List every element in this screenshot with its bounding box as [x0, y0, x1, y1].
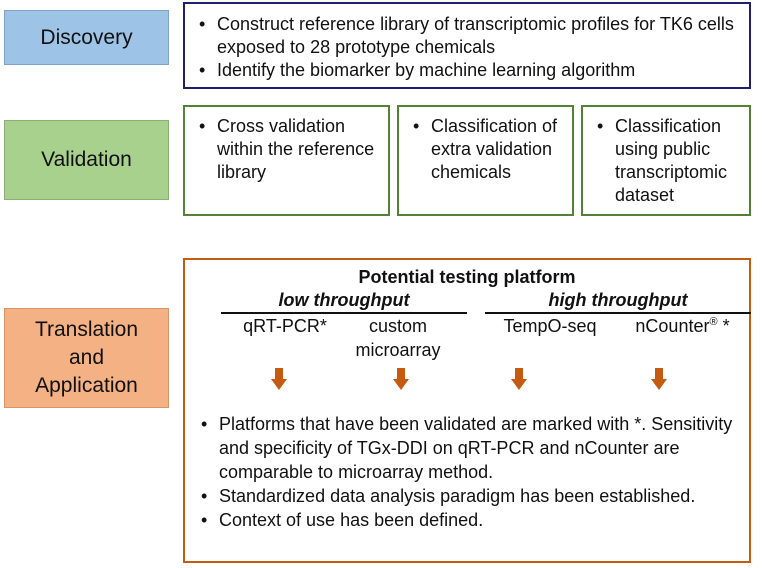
stage-label-discovery: Discovery — [4, 10, 169, 65]
stage-label-validation: Validation — [4, 120, 169, 200]
platform-tempo-seq: TempO-seq — [503, 316, 597, 336]
platform-ncounter-asterisk: * — [717, 316, 730, 336]
stage-label-translation-text: Translation and Application — [35, 316, 138, 400]
discovery-bullet-text: Construct reference library of transcrip… — [217, 14, 734, 57]
platform-qrt-pcr: qRT-PCR* — [243, 316, 327, 336]
bullet-icon: • — [201, 510, 208, 530]
stage-label-translation-line: Translation — [34, 318, 139, 341]
validation-box-public: • Classification using public transcripto… — [581, 105, 751, 216]
bullet-icon: • — [597, 116, 604, 136]
application-bullet: • Standardized data analysis paradigm has… — [193, 484, 743, 508]
registered-mark: ® — [709, 316, 718, 328]
down-arrow-icon — [511, 368, 527, 390]
application-bullet-text: Context of use has been defined. — [219, 510, 484, 530]
validation-box-extra: • Classification of extra validation chem… — [397, 105, 574, 216]
application-bullet: • Platforms that have been validated are … — [193, 412, 743, 484]
stage-label-translation: Translation and Application — [4, 308, 169, 408]
stage-label-translation-line: Application — [35, 374, 138, 397]
validation-bullet-list: • Classification using public transcripto… — [589, 115, 745, 207]
platform-ncounter: nCounter® * — [620, 314, 745, 338]
validation-bullet: • Classification of extra validation chem… — [405, 115, 568, 184]
validation-bullet-list: • Classification of extra validation chem… — [405, 115, 568, 184]
low-throughput-rule — [221, 312, 467, 314]
platform-ncounter-text: nCounter — [635, 316, 710, 336]
platform-title: Potential testing platform — [358, 267, 576, 287]
bullet-icon: • — [201, 414, 208, 434]
stage-label-discovery-text: Discovery — [40, 25, 133, 49]
discovery-bullet: • Construct reference library of transcri… — [191, 13, 743, 59]
high-throughput-heading: high throughput — [548, 290, 688, 310]
validation-bullet-text: Classification using public transcriptom… — [615, 116, 728, 205]
discovery-bullet-list: • Construct reference library of transcri… — [191, 13, 743, 82]
validation-bullet-list: • Cross validation within the reference l… — [191, 115, 384, 184]
bullet-icon: • — [201, 486, 208, 506]
stage-label-validation-text: Validation — [41, 148, 132, 171]
down-arrow-icon — [393, 368, 409, 390]
bullet-icon: • — [413, 116, 420, 136]
validation-bullet: • Cross validation within the reference l… — [191, 115, 384, 184]
stage-label-translation-line: and — [68, 346, 105, 369]
low-throughput-heading: low throughput — [278, 290, 410, 310]
validation-bullet: • Classification using public transcripto… — [589, 115, 745, 207]
bullet-icon: • — [199, 116, 206, 136]
application-bullet-text: Standardized data analysis paradigm has … — [219, 486, 696, 506]
application-bullet-list: • Platforms that have been validated are … — [193, 412, 743, 532]
platform-custom-microarray: custom microarray — [355, 316, 441, 360]
application-bullet: • Context of use has been defined. — [193, 508, 743, 532]
down-arrow-icon — [271, 368, 287, 390]
high-throughput-rule — [485, 312, 751, 314]
down-arrow-icon — [651, 368, 667, 390]
bullet-icon: • — [199, 14, 206, 34]
validation-bullet-text: Classification of extra validation chemi… — [431, 116, 558, 182]
discovery-bullet: • Identify the biomarker by machine learn… — [191, 59, 743, 82]
application-bullet-text: Platforms that have been validated are m… — [219, 414, 733, 482]
validation-bullet-text: Cross validation within the reference li… — [217, 116, 375, 182]
discovery-box: • Construct reference library of transcri… — [183, 2, 751, 89]
discovery-bullet-text: Identify the biomarker by machine learni… — [217, 60, 636, 80]
validation-box-cross: • Cross validation within the reference l… — [183, 105, 390, 216]
bullet-icon: • — [199, 60, 206, 80]
translation-box: Potential testing platform low throughpu… — [183, 258, 751, 563]
